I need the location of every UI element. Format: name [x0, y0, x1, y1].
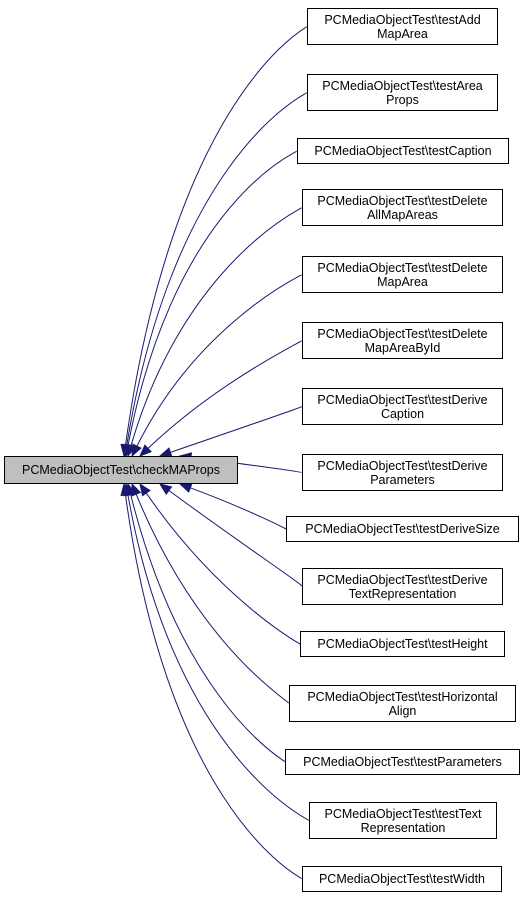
caller-node-label: PCMediaObjectTest\testHeight [317, 637, 488, 651]
caller-node-label: PCMediaObjectTest\testDelete AllMapAreas [317, 193, 488, 222]
caller-node-label: PCMediaObjectTest\testCaption [314, 144, 492, 158]
call-edge [147, 339, 303, 449]
caller-node-testderivesize[interactable]: PCMediaObjectTest\testDeriveSize [286, 516, 519, 542]
caller-node-testdeletemapareabyid[interactable]: PCMediaObjectTest\testDelete MapAreaById [302, 322, 503, 359]
call-edge [125, 25, 308, 446]
caller-node-label: PCMediaObjectTest\testHorizontal Align [307, 689, 498, 718]
call-edge [130, 206, 303, 446]
caller-node-label: PCMediaObjectTest\testAdd MapArea [324, 12, 481, 41]
call-edge [126, 91, 308, 446]
focus-node-label: PCMediaObjectTest\checkMAProps [22, 463, 220, 477]
call-edge [168, 490, 303, 587]
caller-node-testheight[interactable]: PCMediaObjectTest\testHeight [300, 631, 505, 657]
edge-arrowhead [158, 483, 173, 496]
edge-arrowhead [139, 444, 152, 457]
call-edge [190, 487, 287, 530]
caller-node-label: PCMediaObjectTest\testDelete MapAreaById [317, 326, 488, 355]
caller-node-label: PCMediaObjectTest\testDerive TextReprese… [317, 572, 488, 601]
caller-node-testhorizontalalign[interactable]: PCMediaObjectTest\testHorizontal Align [289, 685, 516, 722]
call-edge [145, 492, 301, 645]
caller-node-testparameters[interactable]: PCMediaObjectTest\testParameters [285, 749, 520, 775]
caller-node-testareaprops[interactable]: PCMediaObjectTest\testArea Props [307, 74, 498, 111]
caller-node-testwidth[interactable]: PCMediaObjectTest\testWidth [302, 866, 502, 892]
call-edge [170, 405, 303, 453]
call-edge [124, 494, 303, 880]
caller-node-label: PCMediaObjectTest\testArea Props [322, 78, 483, 107]
caller-node-label: PCMediaObjectTest\testDerive Parameters [317, 458, 488, 487]
caller-node-label: PCMediaObjectTest\testDelete MapArea [317, 260, 488, 289]
call-edge [127, 150, 298, 446]
edge-arrowhead [131, 443, 142, 458]
caller-node-label: PCMediaObjectTest\testText Representatio… [324, 806, 482, 835]
caller-node-label: PCMediaObjectTest\testParameters [303, 755, 502, 769]
edge-arrowhead [178, 483, 193, 493]
caller-node-testdeleteallmapareas[interactable]: PCMediaObjectTest\testDelete AllMapAreas [302, 189, 503, 226]
call-edge [130, 494, 286, 763]
call-edge [136, 273, 303, 447]
caller-node-testderivecaption[interactable]: PCMediaObjectTest\testDerive Caption [302, 388, 503, 425]
call-edge [127, 494, 310, 821]
caller-node-label: PCMediaObjectTest\testWidth [318, 872, 486, 886]
focus-node-checkmaprops: PCMediaObjectTest\checkMAProps [4, 456, 238, 484]
caller-node-testtextrepresentation[interactable]: PCMediaObjectTest\testText Representatio… [309, 802, 497, 839]
edge-arrowhead [120, 482, 131, 497]
edge-arrowhead [139, 482, 151, 497]
caller-node-testderiveparameters[interactable]: PCMediaObjectTest\testDerive Parameters [302, 454, 503, 491]
caller-node-testcaption[interactable]: PCMediaObjectTest\testCaption [297, 138, 509, 164]
caller-node-label: PCMediaObjectTest\testDerive Caption [317, 392, 488, 421]
call-edge [135, 493, 290, 704]
caller-node-label: PCMediaObjectTest\testDeriveSize [305, 522, 500, 536]
caller-node-testdeletemaparea[interactable]: PCMediaObjectTest\testDelete MapArea [302, 256, 503, 293]
caller-node-testderivetextrepresentation[interactable]: PCMediaObjectTest\testDerive TextReprese… [302, 568, 503, 605]
caller-node-testaddmaparea[interactable]: PCMediaObjectTest\testAdd MapArea [307, 8, 498, 45]
